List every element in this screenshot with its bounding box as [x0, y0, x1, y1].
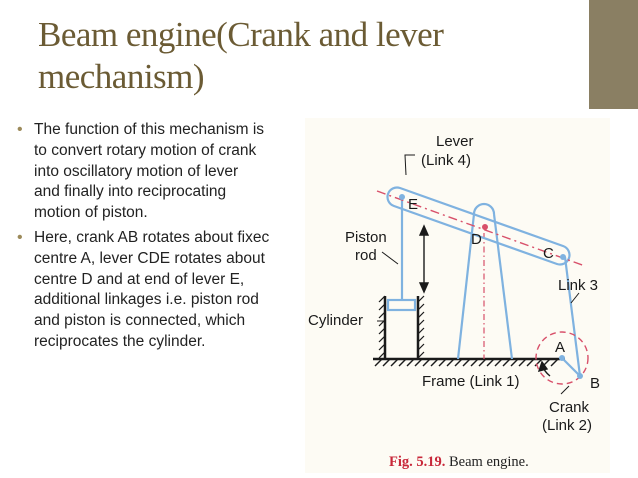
bullet-1-line-5: motion of piston. [34, 204, 148, 222]
bullet-1-line-1: The function of this mechanism is [34, 121, 265, 138]
label-lever: Lever [436, 133, 474, 150]
bullet-list: • The function of this mechanism is to c… [14, 120, 314, 357]
piston [386, 298, 417, 312]
beam-engine-diagram: Lever (Link 4) Piston rod Cylinder E D C… [308, 133, 600, 434]
connecting-rod [563, 256, 582, 377]
bullet-2-line-4: additional linkages i.e. piston rod [34, 291, 259, 309]
bullet-dot-icon: • [17, 121, 23, 138]
label-frame: Frame (Link 1) [422, 373, 520, 390]
label-crank: Crank [549, 399, 590, 416]
label-d: D [471, 231, 482, 248]
leader-lines [377, 154, 580, 395]
figure-caption: Fig. 5.19. Beam engine. [389, 454, 529, 471]
bullet-dot-icon: • [17, 228, 23, 246]
slide-title: Beam engine(Crank and lever mechanism) [38, 14, 508, 98]
figure-caption-text: Beam engine. [449, 454, 529, 470]
accent-bar [589, 0, 638, 109]
bullet-1-line-3: into oscillatory motion of lever [34, 162, 239, 180]
bullet-2-line-6: reciprocates the cylinder. [34, 332, 206, 350]
bullet-item-description: • Here, crank AB rotates about fixec cen… [14, 228, 314, 353]
piston-motion-arrow [418, 224, 430, 294]
label-rod: rod [355, 247, 377, 264]
frame-column [456, 202, 514, 360]
title-line-1: Beam engine(Crank and lever [38, 15, 444, 54]
label-piston: Piston [345, 229, 387, 246]
label-cylinder: Cylinder [308, 312, 363, 329]
crank-circle [535, 331, 589, 385]
label-link2: (Link 2) [542, 417, 592, 434]
crank [561, 357, 581, 377]
bullet-2-line-5: and piston is connected, which [34, 312, 246, 330]
label-b: B [590, 375, 600, 392]
joint-c [560, 254, 566, 260]
label-e: E [408, 196, 418, 213]
label-a: A [555, 339, 565, 356]
bullet-2-line-2: centre A, lever CDE rotates about [34, 249, 265, 267]
joint-d [482, 224, 488, 230]
cylinder [378, 295, 425, 359]
bullet-1-line-2: to convert rotary motion of crank [34, 141, 257, 159]
lever-beam [376, 186, 586, 267]
joint-a [559, 355, 565, 361]
bullet-item-function: • The function of this mechanism is to c… [14, 120, 314, 224]
figure-number: Fig. 5.19. [389, 454, 446, 470]
label-link3: Link 3 [558, 277, 598, 294]
bullet-2-line-3: centre D and at end of lever E, [34, 270, 245, 288]
bullet-1-line-4: and finally into reciprocating [34, 183, 227, 201]
title-line-2: mechanism) [38, 57, 205, 96]
crank-rotation-arrow [537, 360, 551, 377]
label-link4: (Link 4) [421, 152, 471, 169]
joint-b [577, 373, 583, 379]
beam-engine-figure: Lever (Link 4) Piston rod Cylinder E D C… [305, 118, 610, 473]
joint-e [399, 194, 405, 200]
frame-ground [373, 357, 565, 367]
bullet-2-line-1: Here, crank AB rotates about fixec [34, 228, 270, 246]
label-c: C [543, 245, 554, 262]
